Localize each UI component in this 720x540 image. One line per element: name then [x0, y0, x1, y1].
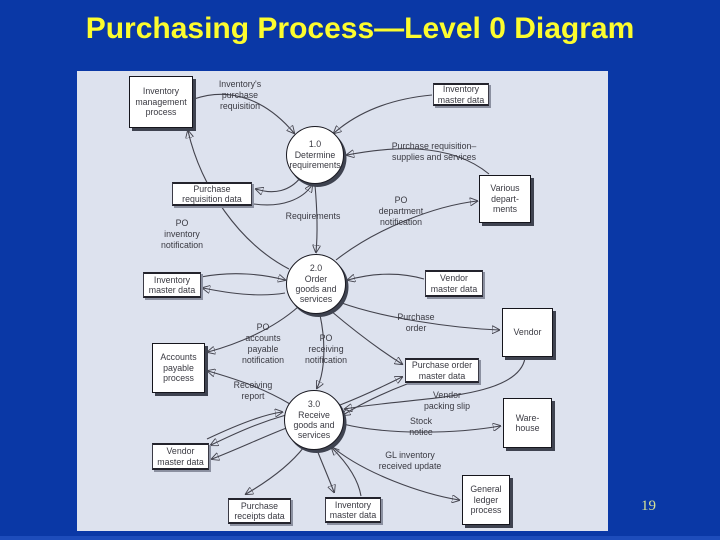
store-inventory-master-data-top: Inventory master data — [433, 83, 489, 106]
entity-inventory-management-process: Inventory management process — [129, 76, 193, 128]
store-purchase-receipts-data: Purchase receipts data — [228, 498, 291, 524]
label-inventorys-purchase-requisition: Inventory's purchase requisition — [218, 79, 262, 111]
label-stock-notice: Stock notice — [409, 416, 433, 437]
label-purchase-requisition-supplies-and-services: Purchase requisition– supplies and servi… — [391, 141, 477, 162]
process-receive-goods-and-services: 3.0 Receive goods and services — [284, 390, 344, 450]
entity-accounts-payable-process: Accounts payable process — [152, 343, 205, 393]
store-inventory-master-data-left: Inventory master data — [143, 272, 201, 298]
label-purchase-order: Purchase order — [397, 312, 435, 333]
label-po-department-notification: PO department notification — [378, 195, 424, 227]
entity-warehouse: Ware- house — [503, 398, 552, 448]
label-gl-inventory-received-update: GL inventory received update — [378, 450, 442, 471]
store-purchase-order-master-data: Purchase order master data — [405, 358, 479, 383]
process-determine-requirements: 1.0 Determine requirements — [286, 126, 344, 184]
slide-bottom-edge — [0, 536, 720, 540]
flow-arrow-paths — [188, 93, 526, 500]
page-number: 19 — [641, 498, 656, 514]
label-requirements: Requirements — [285, 211, 341, 221]
diagram-panel: 1.0 Determine requirements 2.0 Order goo… — [77, 71, 608, 531]
label-po-accounts-payable-notification: PO accounts payable notification — [241, 322, 285, 365]
entity-vendor: Vendor — [502, 308, 553, 357]
store-inventory-master-data-bottom: Inventory master data — [325, 497, 381, 523]
process-order-goods-and-services: 2.0 Order goods and services — [286, 254, 346, 314]
slide-title: Purchasing Process—Level 0 Diagram — [85, 12, 635, 45]
label-po-inventory-notification: PO inventory notification — [160, 218, 204, 250]
label-vendor-packing-slip: Vendor packing slip — [424, 390, 470, 411]
flow-arrows — [77, 93, 526, 531]
label-po-receiving-notification: PO receiving notification — [304, 333, 348, 365]
store-purchase-requisition-data: Purchase requisition data — [172, 182, 252, 206]
store-vendor-master-data-left: Vendor master data — [152, 443, 209, 470]
entity-various-departments: Various depart- ments — [479, 175, 531, 223]
store-vendor-master-data-right: Vendor master data — [425, 270, 483, 297]
entity-general-ledger-process: General ledger process — [462, 475, 510, 525]
label-receiving-report: Receiving report — [233, 380, 273, 401]
